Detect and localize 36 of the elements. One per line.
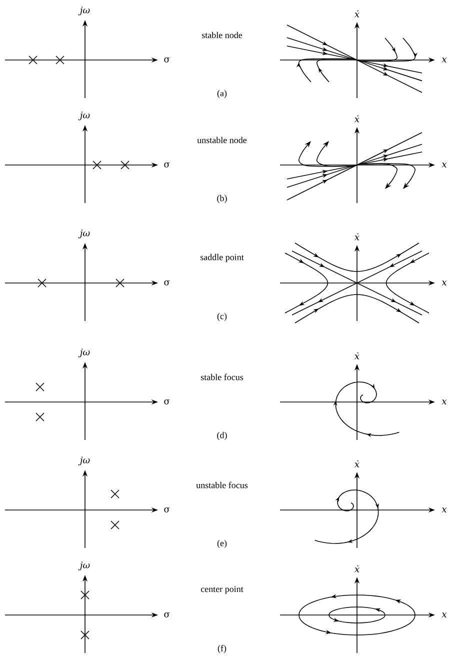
panel-label: (b) [217, 194, 227, 204]
axis-label: x [442, 612, 447, 618]
portrait-type-label: center point [200, 586, 244, 594]
axis-label: ẋ [354, 460, 360, 468]
axis-label: jω [78, 112, 90, 120]
axis-label: jω [78, 348, 90, 358]
axis-label: ẋ [354, 10, 360, 18]
axis-label: x [442, 508, 447, 512]
panel-label: (f) [218, 644, 226, 654]
axis-label: jω [78, 230, 90, 238]
axis-label: σ [164, 280, 170, 286]
axis-label: σ [164, 162, 170, 168]
portrait-type-label: stable focus [201, 374, 244, 380]
portrait-type-label: unstable focus [196, 482, 248, 488]
panel-label: (e) [217, 540, 227, 548]
axis-label: σ [164, 58, 170, 62]
panel-label: (d) [217, 432, 227, 440]
axis-label: jω [78, 456, 90, 466]
axis-label: jω [78, 6, 90, 16]
panel-label: (a) [217, 90, 227, 98]
portrait-type-label: unstable node [197, 136, 247, 144]
axis-label: x [442, 400, 447, 404]
axis-label: x [442, 280, 447, 286]
axis-label: x [442, 162, 447, 168]
axis-label: σ [164, 612, 170, 618]
axis-label: σ [164, 400, 170, 404]
axis-label: σ [164, 508, 170, 512]
portrait-type-label: stable node [202, 32, 242, 38]
axis-label: ẋ [354, 115, 360, 122]
panel-label: (c) [217, 312, 227, 322]
axis-label: ẋ [354, 565, 360, 572]
axis-label: ẋ [354, 352, 360, 360]
portrait-type-label: saddle point [200, 254, 244, 262]
axis-label: ẋ [354, 233, 360, 240]
axis-label: x [442, 58, 447, 62]
axis-label: jω [78, 562, 90, 570]
